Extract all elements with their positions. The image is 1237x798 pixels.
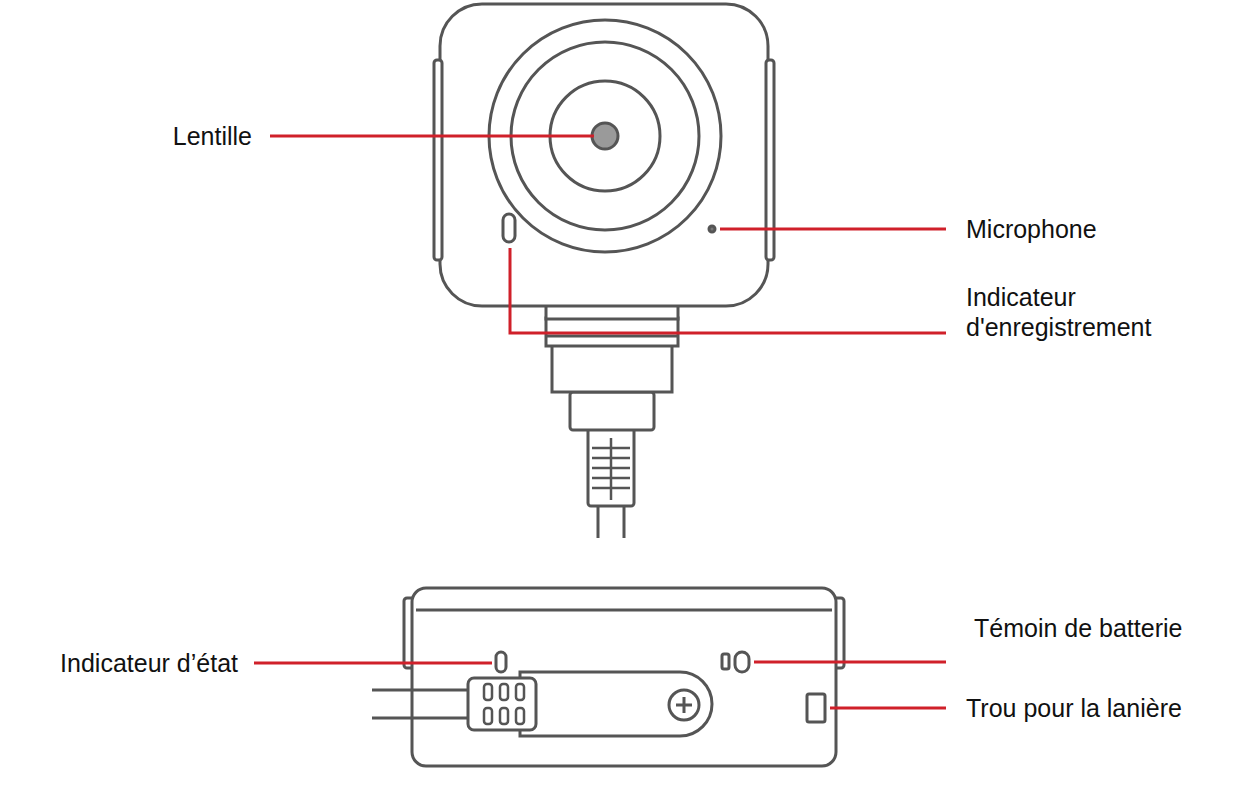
leader-line (510, 248, 946, 333)
leader-lines (254, 136, 946, 708)
strain-relief (588, 428, 634, 506)
cable-wire (372, 689, 470, 692)
lens (592, 123, 618, 149)
recording-indicator (503, 214, 515, 242)
camera-body (440, 4, 768, 306)
battery-indicator (735, 652, 749, 672)
strain-relief (468, 678, 536, 730)
part-label: Microphone (966, 214, 1097, 244)
battery-mark (722, 654, 729, 669)
part-label: Trou pour la lanière (966, 693, 1182, 723)
leader-line (254, 662, 492, 665)
camera-bottom-view (372, 588, 844, 766)
bottom-housing (412, 588, 836, 766)
cable-clip (520, 672, 712, 736)
part-label: Indicateur d’état (60, 648, 238, 678)
leader-line (754, 661, 946, 664)
microphone-hole (709, 226, 715, 232)
status-indicator (496, 652, 506, 672)
leader-line (720, 228, 946, 231)
leader-line (830, 707, 946, 710)
leader-line (270, 135, 594, 138)
part-label: Lentille (173, 121, 252, 151)
strap-hole (807, 694, 825, 722)
side-edge (434, 60, 442, 260)
connector-collar (552, 345, 672, 392)
connector-plug (570, 392, 654, 430)
part-label: Indicateur d'enregistrement (966, 282, 1196, 342)
part-label: Témoin de batterie (974, 613, 1182, 643)
camera-front-view (434, 4, 774, 538)
cable-wire (372, 717, 470, 720)
screw (669, 690, 699, 720)
